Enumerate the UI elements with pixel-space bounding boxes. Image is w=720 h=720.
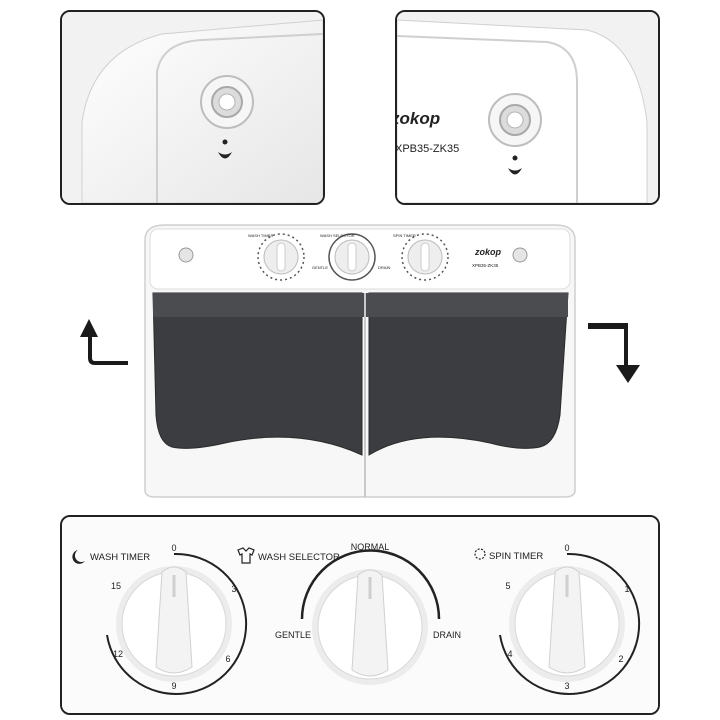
spin-timer-tick-3: 3: [564, 681, 569, 691]
mini-drain-label: DRAIN: [378, 265, 391, 270]
mini-wash-timer-label: WASH TIMER: [248, 233, 273, 238]
wash-timer-tick-9: 9: [171, 681, 176, 691]
spin-timer-label: SPIN TIMER: [489, 551, 543, 562]
wash-selector-drain: DRAIN: [433, 630, 461, 640]
spin-timer-tick-5: 5: [505, 581, 510, 591]
wash-selector-label: WASH SELECTOR: [258, 552, 340, 563]
wash-timer-dial[interactable]: [106, 552, 248, 695]
drain-hose-port-icon: [200, 75, 254, 129]
spin-timer-knob-small[interactable]: [401, 233, 449, 281]
brand-logo-text: zokop: [397, 109, 440, 128]
control-panel-closeup: WASH TIMER WASH SELECTOR SPIN TIMER 0 3 …: [60, 515, 660, 715]
wash-selector-normal: NORMAL: [351, 542, 390, 552]
drain-hose-port-icon: [488, 93, 542, 147]
right-corner-photo: zokop XPB35-ZK35: [397, 12, 658, 203]
washer-brand-logo: zokop: [474, 247, 502, 257]
drain-port-left: [178, 247, 194, 263]
moon-icon: [72, 550, 85, 564]
wash-timer-knob-small[interactable]: [257, 233, 305, 281]
spin-timer-dial[interactable]: [499, 552, 641, 695]
wash-timer-tick-0: 0: [171, 543, 176, 553]
wash-timer-tick-3: 3: [231, 584, 236, 594]
mini-gentle-label: GENTLE: [312, 265, 328, 270]
mini-spin-timer-label: SPIN TIMER: [393, 233, 416, 238]
wash-timer-tick-12: 12: [113, 649, 123, 659]
drain-symbol-icon: [218, 139, 232, 159]
washer-model-label: XPB35-ZK35: [472, 263, 499, 268]
spin-tub-lid[interactable]: [368, 292, 569, 456]
shirt-icon: [237, 547, 255, 564]
drain-symbol-icon: [508, 155, 522, 175]
wash-selector-gentle: GENTLE: [275, 630, 311, 640]
wash-selector-dial[interactable]: [300, 549, 441, 686]
detail-panel-left: [60, 10, 325, 205]
control-panel-photo: WASH TIMER WASH SELECTOR SPIN TIMER 0 3 …: [62, 517, 658, 713]
washer-top-view: WASH TIMER WASH SELECTOR SPIN TIMER GENT…: [80, 224, 640, 498]
drain-port-right: [512, 247, 528, 263]
wash-tub-lid[interactable]: [152, 292, 363, 456]
rotate-right-arrow-icon: [588, 323, 640, 383]
left-corner-photo: [62, 12, 323, 203]
wash-timer-label: WASH TIMER: [90, 552, 150, 563]
model-number-text: XPB35-ZK35: [397, 143, 459, 155]
wash-selector-knob-small[interactable]: [328, 233, 376, 281]
wash-timer-tick-6: 6: [225, 654, 230, 664]
spin-timer-tick-1: 1: [624, 584, 629, 594]
rotate-left-arrow-icon: [80, 319, 128, 365]
spin-timer-tick-4: 4: [507, 649, 512, 659]
lid-hinge-strip: [153, 293, 568, 317]
spin-timer-tick-2: 2: [618, 654, 623, 664]
spin-timer-tick-0: 0: [564, 543, 569, 553]
wash-timer-tick-15: 15: [111, 581, 121, 591]
mini-wash-selector-label: WASH SELECTOR: [320, 233, 355, 238]
spin-icon: [474, 548, 486, 560]
detail-panel-right: zokop XPB35-ZK35: [395, 10, 660, 205]
